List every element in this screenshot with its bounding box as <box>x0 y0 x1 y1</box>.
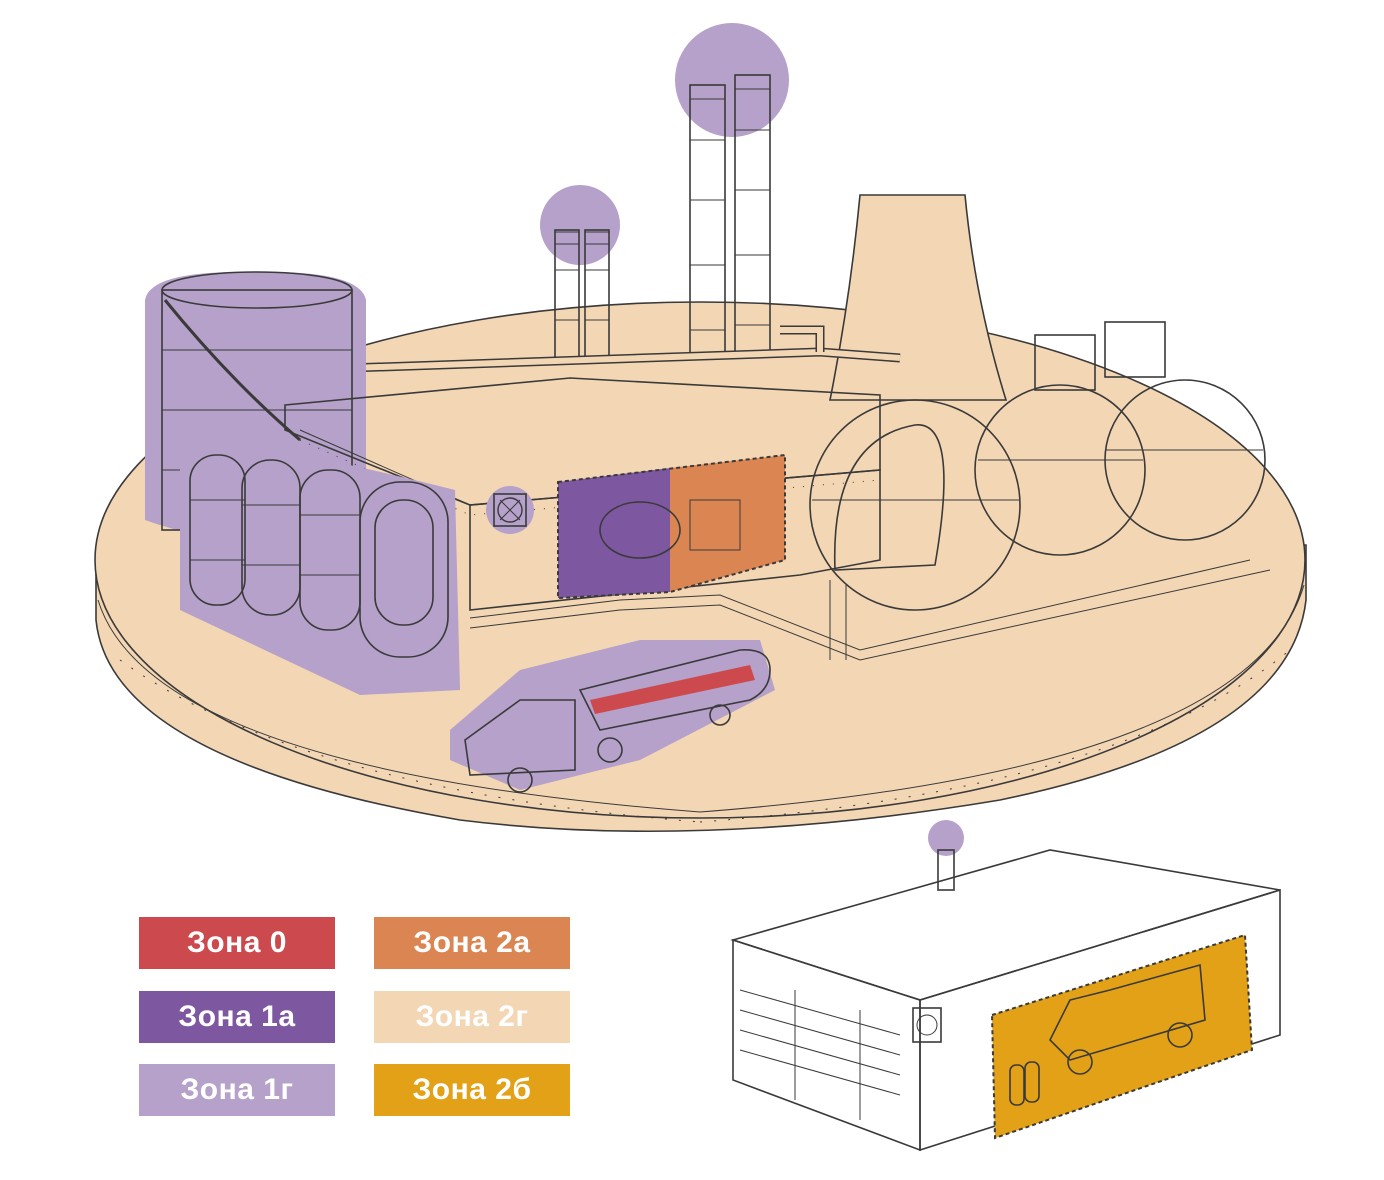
legend-label: Зона 0 <box>187 926 287 959</box>
legend-zone-1a: Зона 1а <box>139 991 335 1043</box>
legend-zone-2a: Зона 2а <box>374 917 570 969</box>
legend-zone-2b: Зона 2б <box>374 1064 570 1116</box>
tanker-truck-icon <box>450 640 775 793</box>
fire-truck-icon <box>1049 963 1206 1075</box>
garage-fan-icon <box>916 1014 938 1036</box>
legend-zone-1g: Зона 1г <box>139 1064 335 1116</box>
garage-building <box>730 820 1281 1152</box>
main-building <box>284 377 1271 661</box>
spherical-tanks <box>809 321 1266 660</box>
legend-zone-2g: Зона 2г <box>374 991 570 1043</box>
legend-label: Зона 2б <box>412 1073 532 1106</box>
legend-label: Зона 2г <box>415 1000 529 1033</box>
gas-cylinder-icon <box>1009 1061 1040 1106</box>
fan-icon <box>497 497 523 523</box>
legend-label: Зона 2а <box>413 926 531 959</box>
cooling-tower <box>829 194 1008 401</box>
gas-cylinders <box>180 444 460 695</box>
legend-label: Зона 1а <box>178 1000 296 1033</box>
legend-zone-0: Зона 0 <box>139 917 335 969</box>
legend-label: Зона 1г <box>180 1073 294 1106</box>
